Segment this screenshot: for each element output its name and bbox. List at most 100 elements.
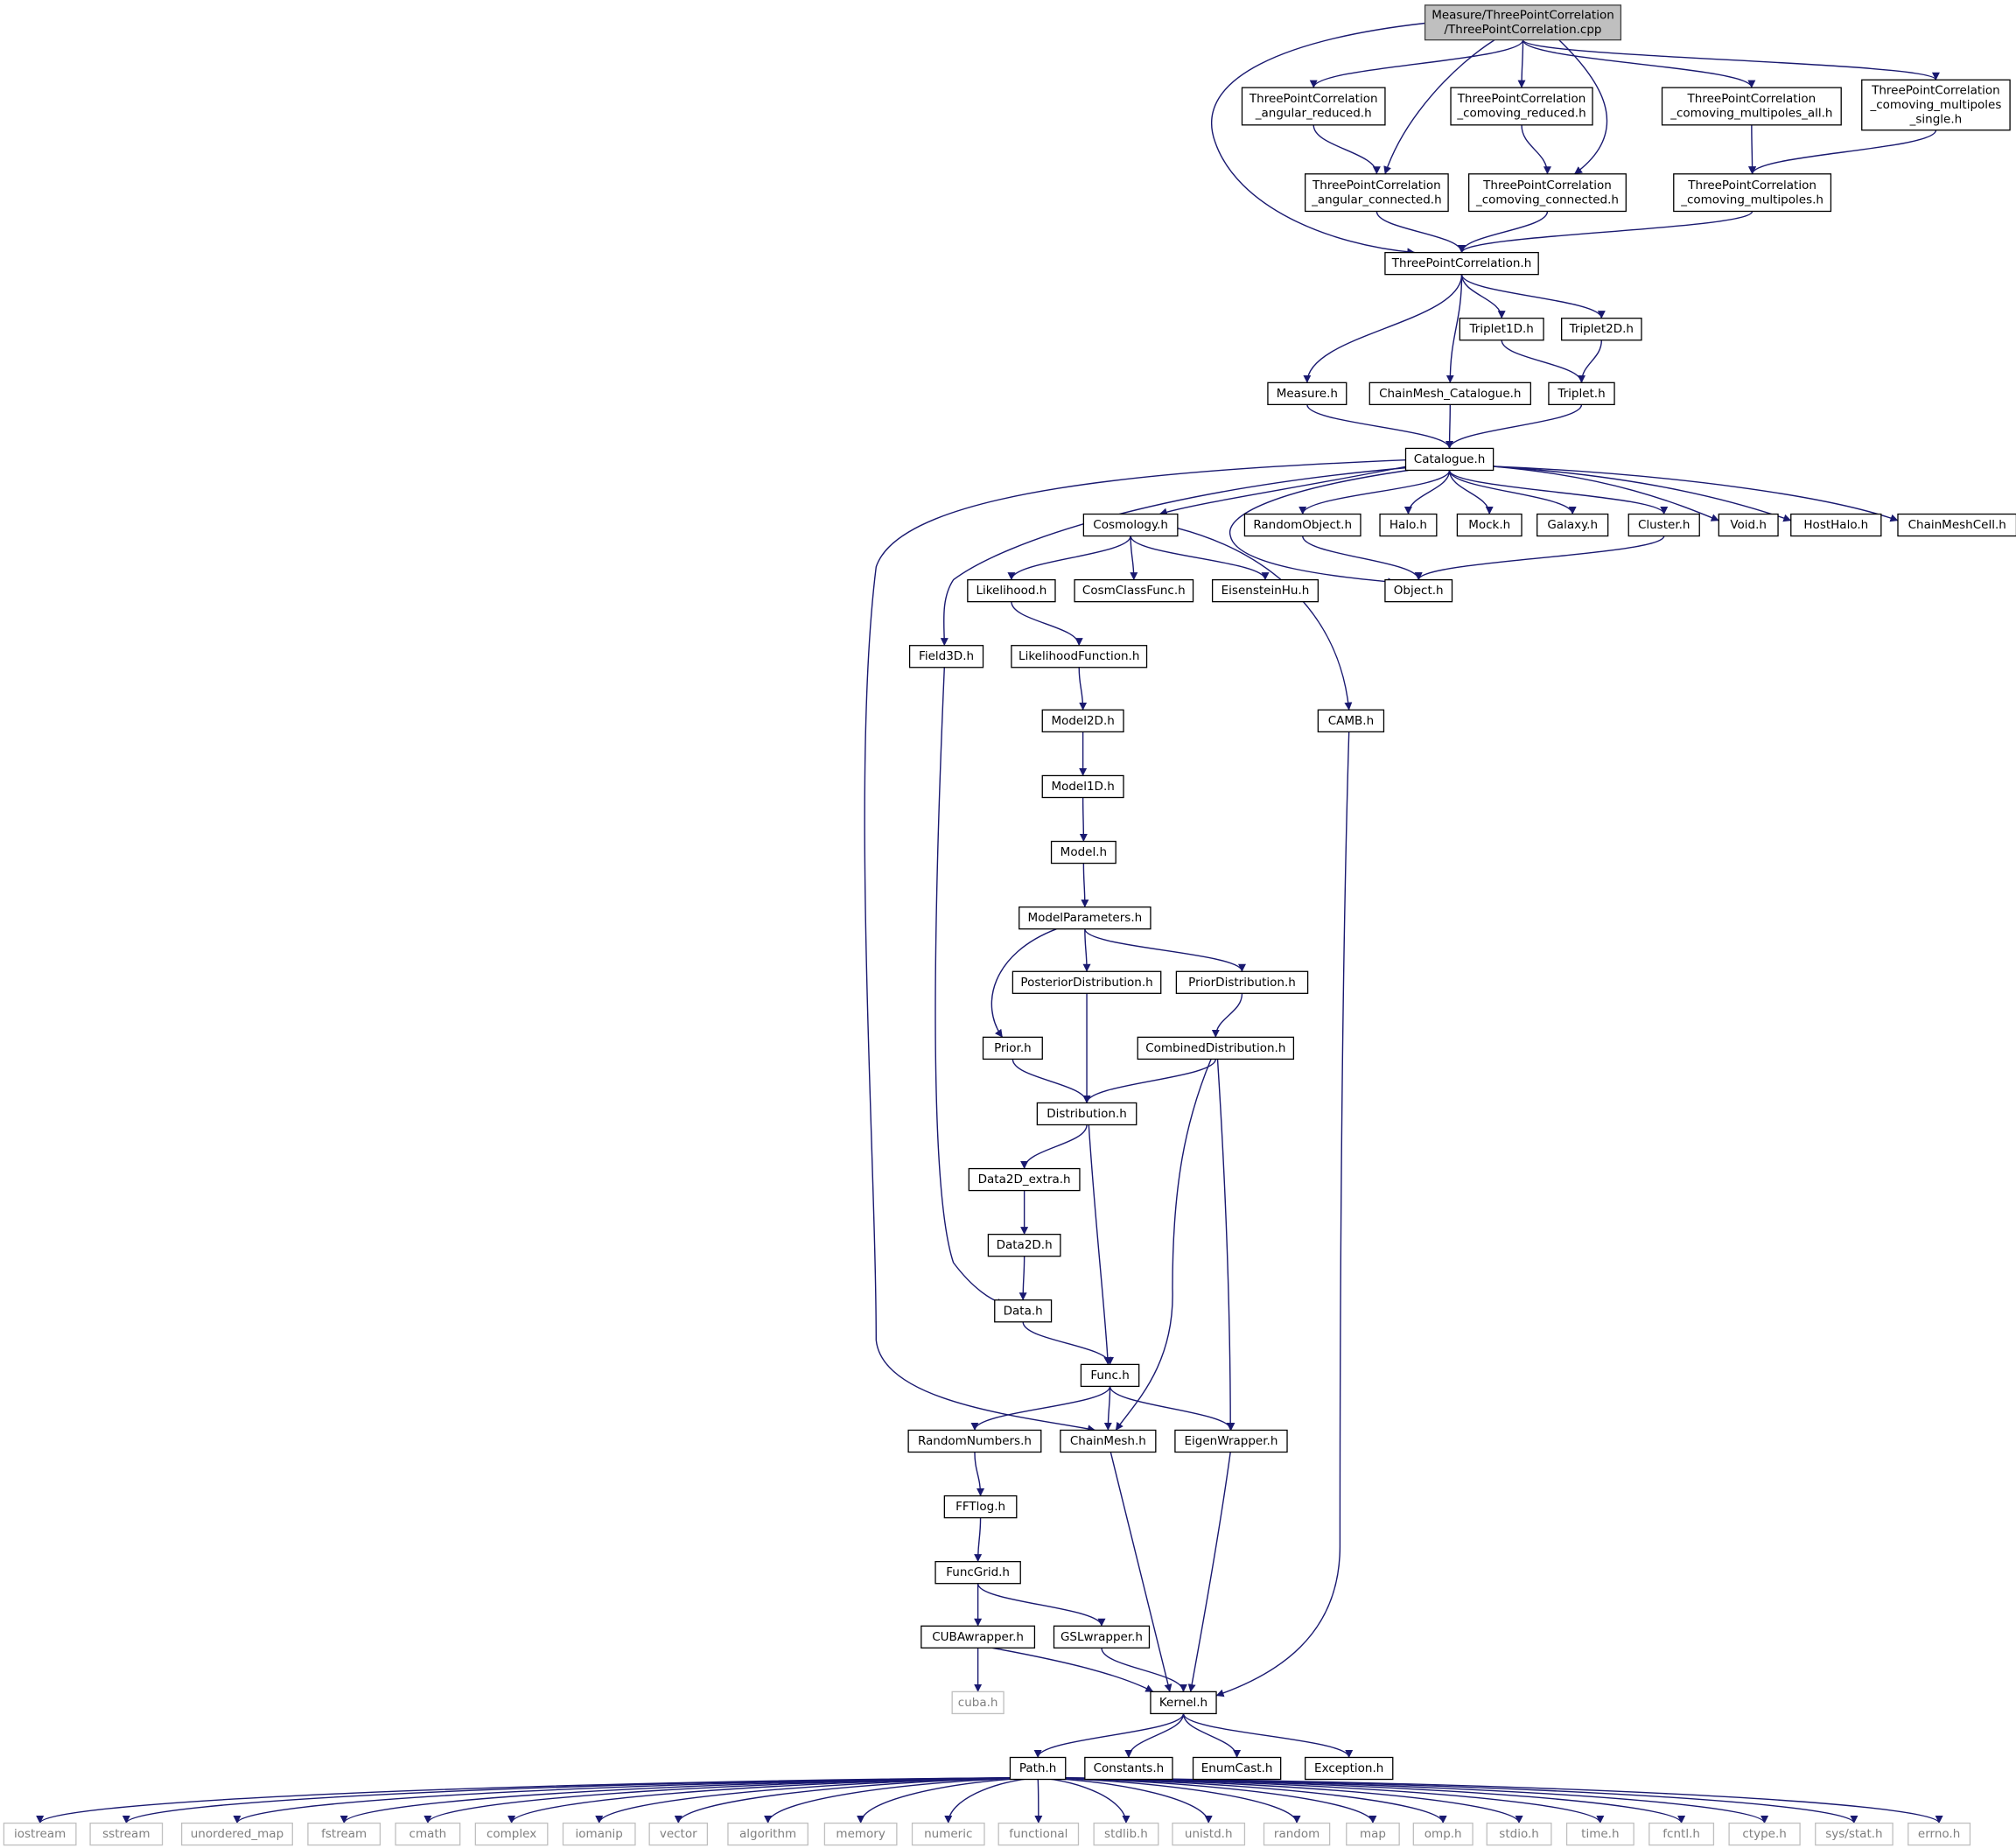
node-s-fstream[interactable]: fstream	[307, 1822, 382, 1846]
node-label: ThreePointCorrelation	[1312, 178, 1441, 192]
node-fftlog[interactable]: FFTlog.h	[943, 1494, 1018, 1519]
node-constants[interactable]: Constants.h	[1084, 1756, 1173, 1781]
node-data2d[interactable]: Data2D.h	[987, 1234, 1061, 1257]
node-com-red[interactable]: ThreePointCorrelation_comoving_reduced.h	[1450, 87, 1593, 126]
node-combined[interactable]: CombinedDistribution.h	[1137, 1036, 1295, 1060]
node-label: _angular_reduced.h	[1255, 107, 1372, 121]
node-triplet2d[interactable]: Triplet2D.h	[1561, 318, 1642, 341]
node-root[interactable]: Measure/ThreePointCorrelation/ThreePoint…	[1424, 4, 1622, 41]
node-modelparams[interactable]: ModelParameters.h	[1018, 906, 1152, 930]
node-prior[interactable]: Prior.h	[982, 1036, 1043, 1060]
node-label: complex	[486, 1827, 536, 1841]
node-s-fcntl[interactable]: fcntl.h	[1648, 1822, 1715, 1846]
node-eisenstein[interactable]: EisensteinHu.h	[1211, 578, 1320, 603]
node-com-msingle[interactable]: ThreePointCorrelation_comoving_multipole…	[1861, 79, 2011, 131]
node-ang-conn[interactable]: ThreePointCorrelation_angular_connected.…	[1304, 173, 1449, 213]
node-s-sysstat[interactable]: sys/stat.h	[1815, 1822, 1894, 1846]
node-box	[1450, 87, 1593, 126]
node-com-mall[interactable]: ThreePointCorrelation_comoving_multipole…	[1661, 87, 1842, 126]
node-likelihood[interactable]: Likelihood.h	[967, 578, 1056, 603]
node-box	[180, 1822, 293, 1846]
node-object[interactable]: Object.h	[1384, 578, 1453, 603]
node-s-stdlib[interactable]: stdlib.h	[1093, 1822, 1159, 1846]
node-triplet1d[interactable]: Triplet1D.h	[1459, 318, 1544, 341]
node-s-errno[interactable]: errno.h	[1908, 1822, 1971, 1846]
node-s-complex[interactable]: complex	[474, 1822, 549, 1846]
node-cosmology[interactable]: Cosmology.h	[1082, 513, 1179, 537]
node-exception[interactable]: Exception.h	[1304, 1756, 1394, 1781]
node-s-map[interactable]: map	[1346, 1822, 1400, 1846]
node-s-ctype[interactable]: ctype.h	[1728, 1822, 1801, 1846]
node-camb[interactable]: CAMB.h	[1317, 709, 1385, 733]
node-box	[1082, 513, 1179, 537]
node-randobj[interactable]: RandomObject.h	[1243, 513, 1362, 537]
node-catalogue[interactable]: Catalogue.h	[1404, 447, 1494, 472]
edge-cosmology-to-cosmclass	[1130, 536, 1138, 581]
node-measure[interactable]: Measure.h	[1267, 382, 1348, 406]
node-galaxy[interactable]: Galaxy.h	[1536, 513, 1609, 537]
node-field3d[interactable]: Field3D.h	[908, 645, 984, 668]
node-eigen[interactable]: EigenWrapper.h	[1174, 1429, 1288, 1453]
node-data2dextra[interactable]: Data2D_extra.h	[968, 1167, 1081, 1192]
node-label: EnumCast.h	[1201, 1761, 1273, 1775]
node-s-numeric[interactable]: numeric	[911, 1822, 985, 1846]
node-s-stdio[interactable]: stdio.h	[1486, 1822, 1552, 1846]
node-s-algorithm[interactable]: algorithm	[727, 1822, 808, 1846]
node-cluster[interactable]: Cluster.h	[1628, 513, 1700, 537]
node-s-memory[interactable]: memory	[823, 1822, 898, 1846]
node-s-time[interactable]: time.h	[1565, 1822, 1634, 1846]
node-chainmesh[interactable]: ChainMesh.h	[1060, 1429, 1157, 1453]
node-label: ThreePointCorrelation	[1249, 92, 1378, 106]
node-funcgrid[interactable]: FuncGrid.h	[934, 1561, 1021, 1585]
node-triplet[interactable]: Triplet.h	[1548, 382, 1615, 406]
node-s-iomanip[interactable]: iomanip	[562, 1822, 636, 1846]
node-tpc[interactable]: ThreePointCorrelation.h	[1384, 251, 1539, 276]
node-posterior[interactable]: PosteriorDistribution.h	[1012, 970, 1162, 994]
node-label: numeric	[924, 1827, 972, 1841]
node-model[interactable]: Model.h	[1050, 840, 1116, 864]
node-path[interactable]: Path.h	[1009, 1756, 1067, 1781]
node-s-omp[interactable]: omp.h	[1412, 1822, 1474, 1846]
node-hosthalo[interactable]: HostHalo.h	[1790, 513, 1882, 537]
node-likefunc[interactable]: LikelihoodFunction.h	[1011, 645, 1148, 668]
node-s-iostream[interactable]: iostream	[3, 1822, 77, 1846]
node-label: Cosmology.h	[1093, 518, 1168, 532]
node-label: HostHalo.h	[1803, 518, 1868, 532]
node-data[interactable]: Data.h	[994, 1299, 1053, 1323]
node-cmcell[interactable]: ChainMeshCell.h	[1897, 513, 2016, 537]
node-s-sstream[interactable]: sstream	[89, 1822, 164, 1846]
node-void[interactable]: Void.h	[1718, 513, 1779, 537]
node-ang-red[interactable]: ThreePointCorrelation_angular_reduced.h	[1241, 87, 1386, 126]
node-kernel[interactable]: Kernel.h	[1150, 1690, 1217, 1715]
node-cmcat[interactable]: ChainMesh_Catalogue.h	[1368, 382, 1531, 406]
node-s-random[interactable]: random	[1263, 1822, 1331, 1846]
node-enumcast[interactable]: EnumCast.h	[1192, 1756, 1282, 1781]
node-box	[1384, 578, 1453, 603]
edge-cuba_w-to-kernel	[991, 1647, 1154, 1693]
node-com-conn[interactable]: ThreePointCorrelation_comoving_connected…	[1468, 173, 1627, 213]
edge-combined-to-distribution	[1082, 1059, 1216, 1103]
node-distribution[interactable]: Distribution.h	[1036, 1102, 1138, 1126]
node-cuba-w[interactable]: CUBAwrapper.h	[920, 1625, 1036, 1648]
edge-path-to-s_memory	[857, 1776, 1039, 1824]
node-priordist[interactable]: PriorDistribution.h	[1175, 970, 1309, 994]
node-cosmclass[interactable]: CosmClassFunc.h	[1074, 578, 1194, 603]
node-label: Triplet.h	[1557, 387, 1605, 401]
node-gsl-w[interactable]: GSLwrapper.h	[1053, 1625, 1151, 1648]
node-label: ThreePointCorrelation	[1687, 178, 1816, 192]
node-s-cmath[interactable]: cmath	[395, 1822, 461, 1846]
node-cuba[interactable]: cuba.h	[951, 1690, 1004, 1715]
node-model2d[interactable]: Model2D.h	[1041, 709, 1124, 733]
node-s-vector[interactable]: vector	[648, 1822, 709, 1846]
node-halo[interactable]: Halo.h	[1379, 513, 1438, 537]
node-com-mult[interactable]: ThreePointCorrelation_comoving_multipole…	[1673, 173, 1832, 213]
node-s-unistd[interactable]: unistd.h	[1172, 1822, 1246, 1846]
node-func[interactable]: Func.h	[1080, 1363, 1140, 1388]
node-label: cuba.h	[958, 1696, 998, 1710]
node-mock[interactable]: Mock.h	[1456, 513, 1522, 537]
node-s-umap[interactable]: unordered_map	[180, 1822, 293, 1846]
node-randnum[interactable]: RandomNumbers.h	[907, 1429, 1042, 1453]
node-s-functional[interactable]: functional	[998, 1822, 1080, 1846]
node-model1d[interactable]: Model1D.h	[1041, 774, 1124, 799]
node-label: vector	[660, 1827, 697, 1841]
